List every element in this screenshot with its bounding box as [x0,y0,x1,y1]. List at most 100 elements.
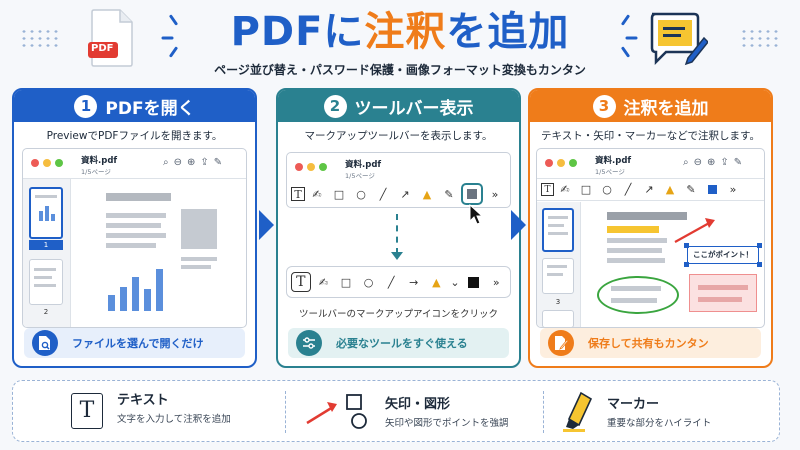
highlight-annotation[interactable] [607,226,659,233]
sketch-tool-icon[interactable]: ✍ [560,183,570,196]
file-name: 資料.pdf [595,156,632,166]
sliders-icon [296,330,322,356]
page-thumbnail-selected[interactable] [542,208,574,252]
feature-text: T テキスト 文字を入力して注釈を追加 [71,389,231,429]
window-toolbar-icons[interactable]: ⌕⊖⊕⇪✎ [163,157,228,168]
close-window-button[interactable] [31,159,39,167]
callout-textbox[interactable]: ここがポイント！ [687,246,759,264]
thumbnail-label: 3 [555,298,561,306]
feature-strip: T テキスト 文字を入力して注釈を追加 矢印・図形 矢印や図形でポイントを強調 … [12,380,780,442]
minimize-window-button[interactable] [307,163,315,171]
document-page [71,179,246,327]
markup-toolbar: T ✍ □ ○ ╱ ↗ ▲ ✎ » [537,179,764,201]
zoom-window-button[interactable] [569,159,577,167]
thumbnail-sidebar: 3 [537,202,581,327]
color-swatch-icon[interactable] [702,180,722,200]
step-footer: ファイルを選んで開くだけ [24,328,245,358]
rectangle-tool-icon[interactable]: □ [333,187,345,201]
preview-window-top: 資料.pdf 1/5ページ T ✍ □ ○ ╱ ↗ ▲ ✎ » [286,152,511,208]
more-tools-icon[interactable]: » [729,183,737,196]
arrow-tool-icon[interactable]: → [409,275,419,289]
minimize-window-button[interactable] [43,159,51,167]
step-footer: 保存して共有もカンタン [540,328,761,358]
highlighter-tool-icon[interactable]: ▲ [432,275,441,289]
note-pencil-icon [648,10,710,68]
divider [285,391,286,433]
feature-title: マーカー [607,397,660,412]
file-name: 資料.pdf [81,156,118,166]
zoom-window-button[interactable] [319,163,327,171]
more-tools-icon[interactable]: » [491,187,499,201]
pdf-file-icon: PDF [88,8,136,68]
feature-description: 文字を入力して注釈を追加 [117,414,231,425]
step-arrow-icon [511,210,526,240]
minimize-window-button[interactable] [557,159,565,167]
divider [543,391,544,433]
circle-annotation[interactable] [597,276,679,314]
circle-tool-icon[interactable]: ○ [602,183,612,196]
title-part: を追加 [446,9,570,55]
line-tool-icon[interactable]: ╱ [379,187,387,201]
file-page-count: 1/5ページ [595,168,625,176]
highlighter-tool-icon[interactable]: ▲ [422,187,432,201]
window-titlebar: 資料.pdf 1/5ページ ⌕⊖⊕⇪✎ [537,149,764,179]
window-titlebar: 資料.pdf 1/5ページ [287,153,510,180]
spark-decoration [168,14,179,26]
rectangle-tool-icon[interactable]: □ [580,183,592,196]
feature-arrow-shape: 矢印・図形 矢印や図形でポイントを強調 [303,389,509,433]
text-tool-icon[interactable]: T [541,183,554,196]
dashed-connector [396,214,398,254]
pen-tool-icon[interactable]: ✎ [686,183,696,196]
rectangle-tool-icon[interactable]: □ [340,275,352,289]
step-number: 2 [323,94,347,118]
preview-window: 資料.pdf 1/5ページ ⌕⊖⊕⇪✎ T ✍ □ ○ ╱ ↗ ▲ ✎ » [536,148,765,328]
circle-tool-icon[interactable]: ○ [356,187,366,201]
arrow-tool-icon[interactable]: ↗ [644,183,654,196]
feature-marker: マーカー 重要な部分をハイライト [561,389,711,433]
document-page: ここがポイント！ [581,202,764,327]
step-title: PDFを開く [105,98,195,119]
close-window-button[interactable] [545,159,553,167]
dot-pattern-left [20,28,60,48]
circle-tool-icon[interactable]: ○ [363,275,374,289]
page-thumbnail-selected[interactable] [29,187,63,239]
more-tools-icon[interactable]: » [492,275,500,289]
step-title: 注釈を追加 [623,98,709,119]
arrow-shape-icon [306,394,367,429]
pen-tool-icon[interactable]: ✎ [444,187,454,201]
sketch-tool-icon[interactable]: ✍ [312,187,322,201]
sketch-tool-icon[interactable]: ✍ [318,275,329,289]
file-search-icon [32,330,58,356]
markup-toolbar-small: T ✍ □ ○ ╱ ↗ ▲ ✎ » [287,181,510,207]
preview-window: 資料.pdf 1/5ページ ⌕⊖⊕⇪✎ 1 2 [22,148,247,328]
arrow-tool-icon[interactable]: ↗ [400,187,410,201]
line-tool-icon[interactable]: ╱ [387,275,395,289]
close-window-button[interactable] [295,163,303,171]
page-subtitle: ページ並び替え・パスワード保護・画像フォーマット変換もカンタン [214,63,586,77]
highlighter-tool-icon[interactable]: ▲ [665,183,675,196]
step-header: 2 ツールバー表示 [278,90,519,122]
text-tool-icon[interactable]: T [291,187,305,201]
title-highlight: 注釈 [364,9,447,55]
footer-text: 保存して共有もカンタン [588,337,709,350]
markup-toolbar: T ✍ □ ○ ╱ → ▲ ⌄ » [286,266,511,298]
step-title: ツールバー表示 [354,98,474,119]
line-tool-icon[interactable]: ╱ [624,183,632,196]
page-thumbnail[interactable] [542,310,574,327]
pdf-badge: PDF [91,43,114,54]
footer-text: ファイルを選んで開くだけ [72,337,204,350]
rectangle-annotation[interactable] [689,274,757,312]
page-thumbnail[interactable] [29,259,63,305]
color-swatch-icon[interactable] [464,272,484,292]
step-number: 3 [592,94,616,118]
text-tool-icon[interactable]: T [291,272,311,292]
page-thumbnail[interactable] [542,258,574,294]
red-arrow-annotation[interactable] [671,214,721,246]
spark-decoration [161,36,174,40]
step-header: 3 注釈を追加 [530,90,771,122]
marker-icon [563,391,593,432]
window-toolbar-icons[interactable]: ⌕⊖⊕⇪✎ [683,157,748,168]
chevron-down-icon[interactable]: ⌄ [450,275,460,289]
markup-button[interactable] [461,183,483,205]
zoom-window-button[interactable] [55,159,63,167]
